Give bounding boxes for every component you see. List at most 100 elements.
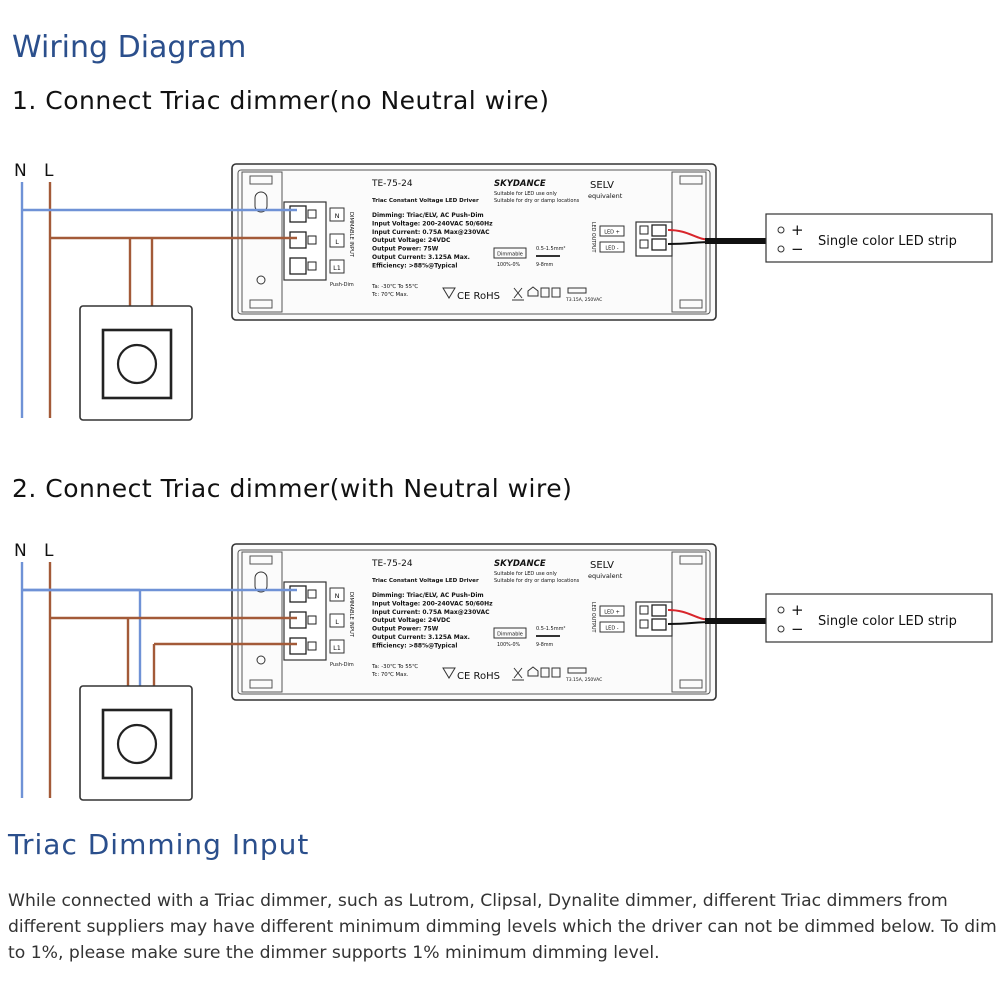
driver-spec-line: Input Current: 0.75A Max@230VAC <box>372 229 490 236</box>
use-note-1: Suitable for LED use only <box>494 571 557 577</box>
terminal-screw <box>289 205 307 223</box>
output-side-label: LED OUTPUT <box>590 222 596 253</box>
output-terminal-screw <box>651 224 667 237</box>
input-side-label: DIMMABLE INPUT <box>348 212 354 258</box>
terminal-hole <box>307 589 317 599</box>
dimmer-switch-icon <box>79 685 193 801</box>
output-tag-minus-label: LED - <box>605 246 618 252</box>
driver-spec-line: Efficiency: >88%@Typical <box>372 642 457 649</box>
output-tag-plus-label: LED + <box>604 230 620 236</box>
terminal-screw <box>289 231 307 249</box>
strip-length: 9-8mm <box>536 642 554 648</box>
clip-top-right <box>679 555 703 565</box>
house-icon <box>527 666 539 677</box>
selv-equivalent: equivalent <box>588 572 623 580</box>
live-label: L <box>44 161 54 181</box>
strip-pad-minus <box>777 245 785 253</box>
box-icon <box>551 667 561 678</box>
strip-plus-sign: + <box>791 221 804 239</box>
use-note-2: Suitable for dry or damp locations <box>494 578 580 584</box>
selv-equivalent: equivalent <box>588 192 623 200</box>
strip-minus-sign: − <box>791 240 804 258</box>
terminal-screw <box>289 257 307 275</box>
output-side-label: LED OUTPUT <box>590 602 596 633</box>
strip-pad-plus <box>777 606 785 614</box>
clip-bottom-left <box>249 299 273 309</box>
driver-model: TE-75-24 <box>371 559 413 569</box>
output-tag-plus <box>599 225 625 237</box>
driver-spec-line: Output Power: 75W <box>372 246 439 253</box>
dimmable-badge-frame <box>493 627 527 639</box>
terminal-tag-label: L <box>335 618 339 626</box>
step-1-heading: 1. Connect Triac dimmer(no Neutral wire) <box>12 86 550 115</box>
terminal-tag-label: L1 <box>333 644 341 652</box>
neutral-label: N <box>14 161 27 181</box>
dimming-range: 100%-0% <box>497 262 520 268</box>
fuse-rating: T3.15A, 250VAC <box>565 677 602 683</box>
push-dim-label: Push-Dim <box>330 282 354 288</box>
mount-hole <box>256 275 266 285</box>
driver-spec-line: Efficiency: >88%@Typical <box>372 262 457 269</box>
live-label: L <box>44 541 54 561</box>
driver-temp-tc: Tc: 70℃ Max. <box>371 292 409 298</box>
terminal-hole <box>307 261 317 271</box>
terminal-screw <box>289 585 307 603</box>
fuse-rating: T3.15A, 250VAC <box>565 297 602 303</box>
terminal-hole <box>307 209 317 219</box>
driver-subtitle: Triac Constant Voltage LED Driver <box>372 578 479 584</box>
wire-size: 0.5-1.5mm² <box>536 626 565 632</box>
led-strip-label: Single color LED strip <box>818 614 957 629</box>
use-note-1: Suitable for LED use only <box>494 191 557 197</box>
dimmer-knob <box>116 343 158 385</box>
box-icon <box>540 667 550 678</box>
box-icon <box>551 287 561 298</box>
selv-mark: SELV <box>590 180 614 191</box>
terminal-tag-label: N <box>335 212 340 220</box>
triac-dimming-paragraph: While connected with a Triac dimmer, suc… <box>8 891 997 963</box>
driver-spec-line: Dimming: Triac/ELV, AC Push-Dim <box>372 592 484 599</box>
driver-temp-tc: Tc: 70℃ Max. <box>371 672 409 678</box>
dimmable-badge: Dimmable <box>497 252 523 258</box>
terminal-hole <box>307 615 317 625</box>
driver-spec-line: Dimming: Triac/ELV, AC Push-Dim <box>372 212 484 219</box>
output-tag-minus-label: LED - <box>605 626 618 632</box>
step-2-heading: 2. Connect Triac dimmer(with Neutral wir… <box>12 474 573 503</box>
led-strip-box <box>765 213 993 263</box>
output-terminal-hole <box>639 239 649 249</box>
selv-mark: SELV <box>590 560 614 571</box>
mount-hole <box>256 655 266 665</box>
fuse-icon <box>567 287 587 294</box>
terminal-tag <box>329 613 345 628</box>
mount-slot <box>254 191 268 213</box>
input-end-cap <box>241 551 283 693</box>
terminal-tag <box>329 207 345 222</box>
class-ii-icon <box>442 287 456 299</box>
terminal-tag-label: L <box>335 238 339 246</box>
triac-dimming-heading: Triac Dimming Input <box>8 828 310 861</box>
output-terminal-hole <box>639 619 649 629</box>
driver-spec-line: Output Current: 3.125A Max. <box>372 634 470 641</box>
driver-spec-line: Output Voltage: 24VDC <box>372 237 451 244</box>
terminal-hole <box>307 641 317 651</box>
driver-temp-ta: Ta: -30℃ To 55℃ <box>371 664 418 670</box>
clip-top-right <box>679 175 703 185</box>
box-icon <box>540 287 550 298</box>
terminal-screw <box>289 637 307 655</box>
ce-rohs-mark: CE RoHS <box>457 671 500 682</box>
output-terminal-hole <box>639 605 649 615</box>
driver-subtitle: Triac Constant Voltage LED Driver <box>372 198 479 204</box>
terminal-tag-label: L1 <box>333 264 341 272</box>
terminal-screw <box>289 611 307 629</box>
weee-bin-icon <box>512 287 524 301</box>
led-strip-label: Single color LED strip <box>818 234 957 249</box>
terminal-tag <box>329 259 345 274</box>
ce-rohs-mark: CE RoHS <box>457 291 500 302</box>
output-terminal-screw <box>651 604 667 617</box>
driver-spec-line: Output Voltage: 24VDC <box>372 617 451 624</box>
driver-spec-line: Input Voltage: 200-240VAC 50/60Hz <box>372 600 493 607</box>
output-tag-minus <box>599 621 625 633</box>
terminal-tag <box>329 639 345 654</box>
dimmer-knob <box>116 723 158 765</box>
